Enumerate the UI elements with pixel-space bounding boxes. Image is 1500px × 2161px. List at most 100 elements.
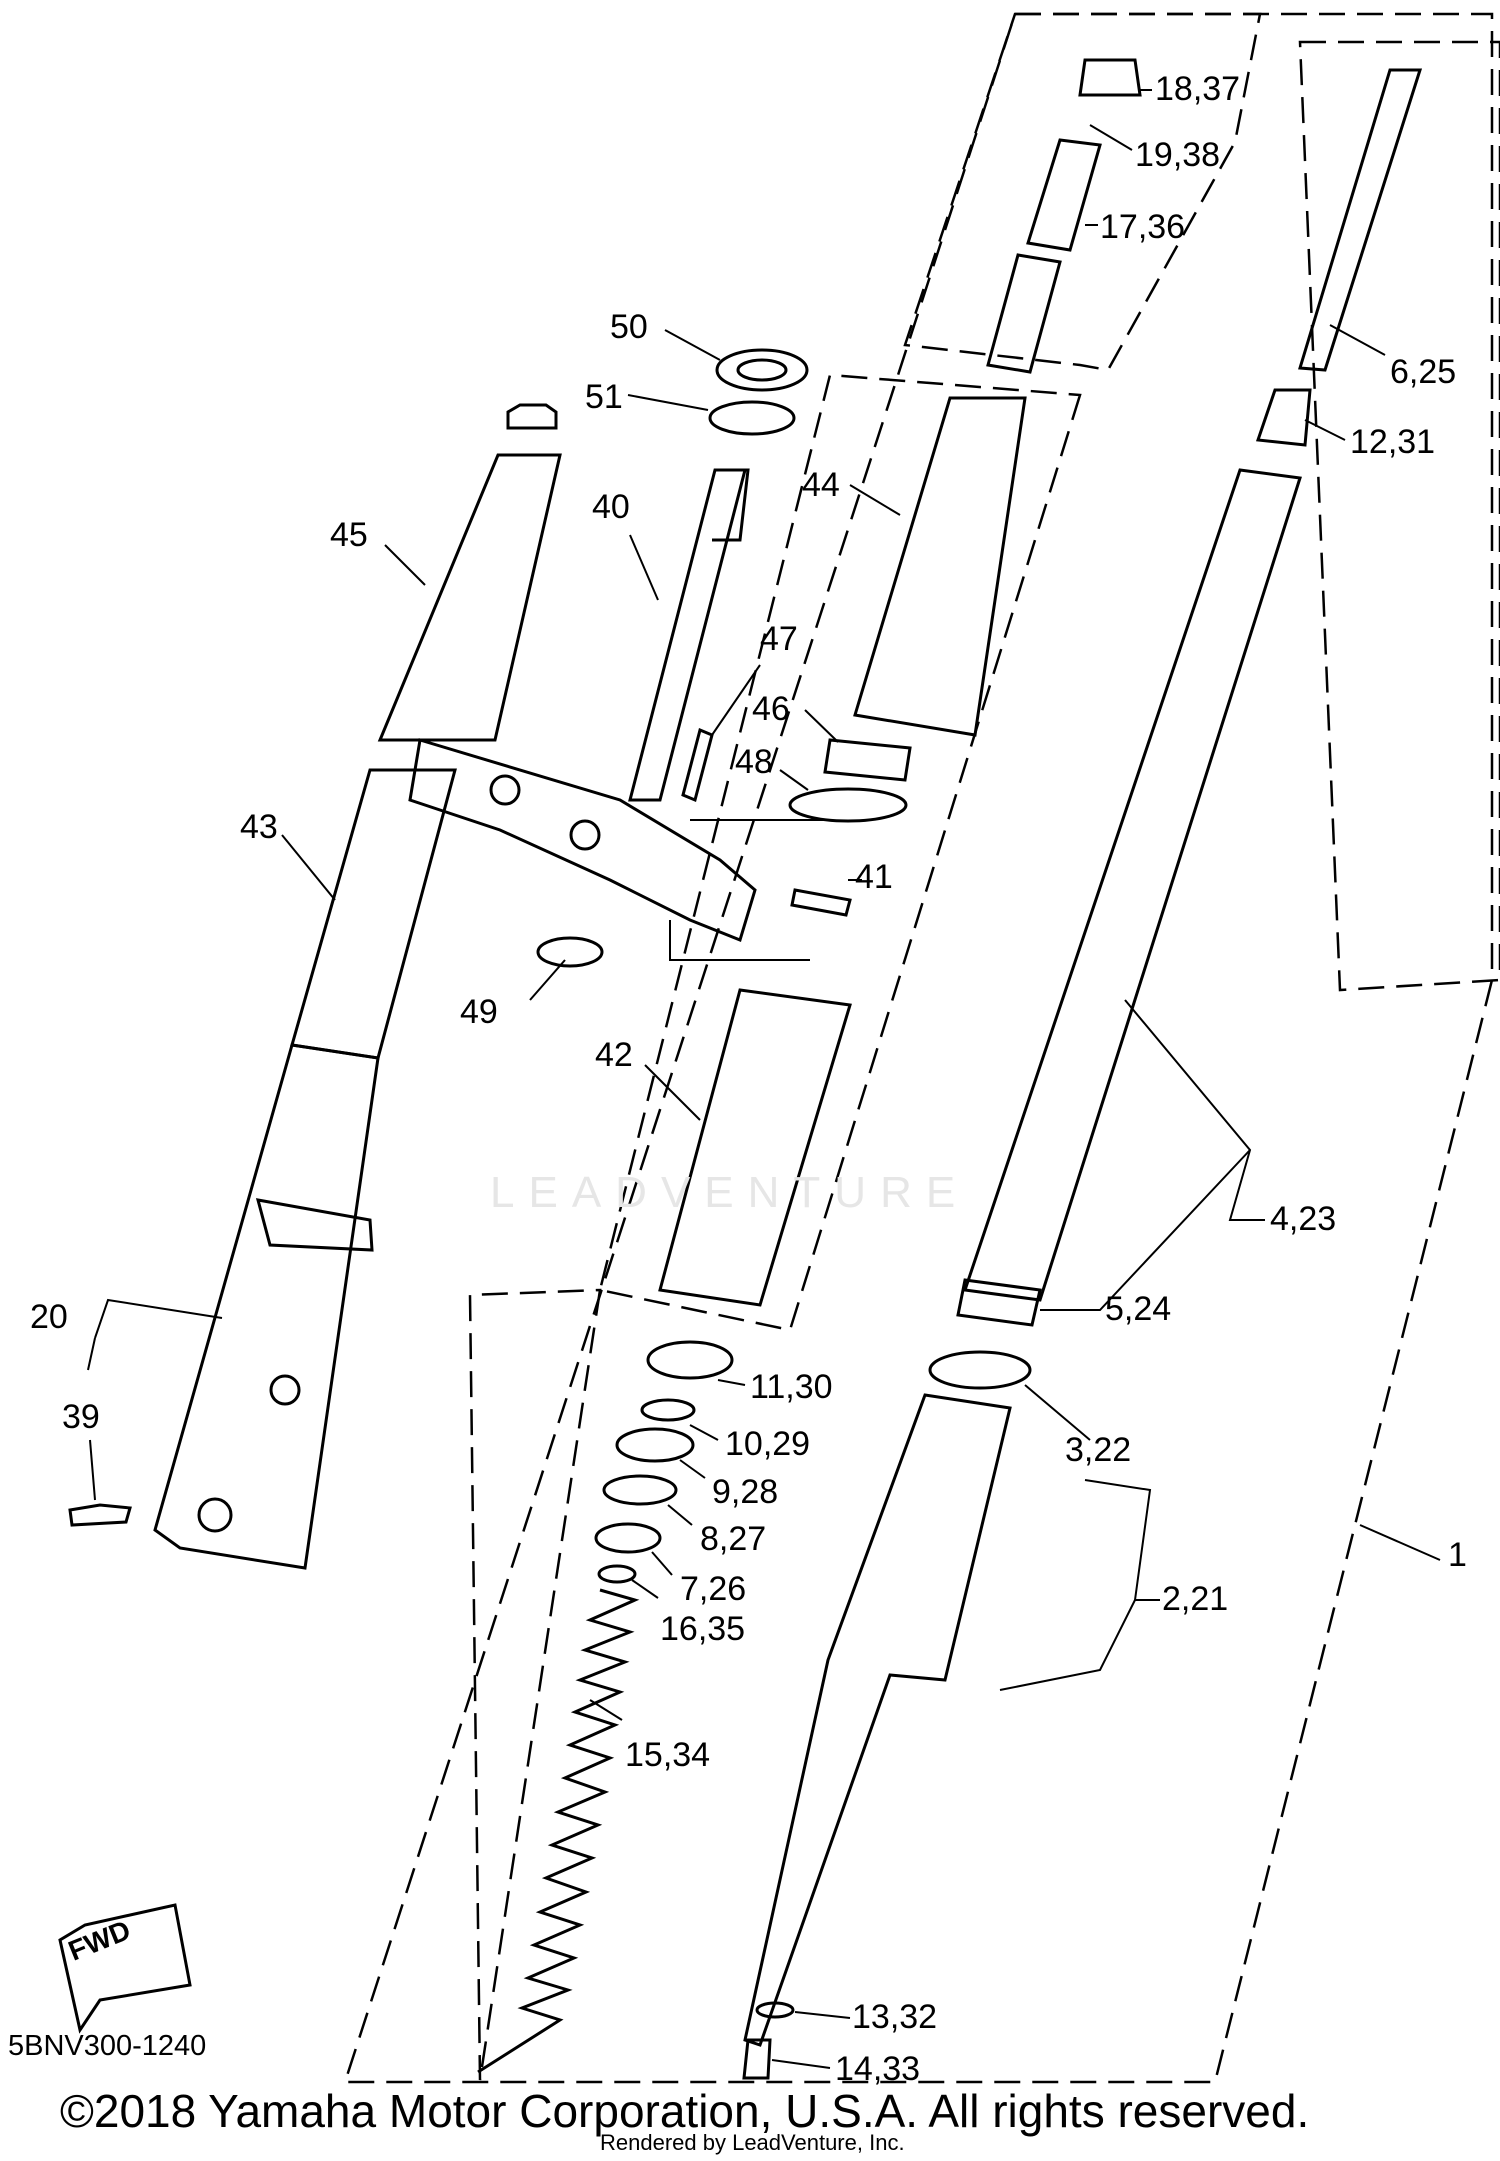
part-label: 18,37 [1155,70,1241,108]
outer-dashed-boundary [343,12,1494,2084]
fork-cover-45 [377,453,562,742]
ring-50 [715,348,809,392]
clip-10 [640,1398,696,1422]
oil-lock-12 [1255,388,1312,447]
diagram-code: 5BNV300-1240 [8,2030,207,2062]
part-label: 40 [592,488,630,526]
part-label: 48 [735,743,773,781]
leader-40 [629,534,659,601]
leader-lines [87,89,1441,2069]
bracket-hole-1 [489,774,521,806]
ring-51 [708,400,796,436]
part-label: 11,30 [750,1368,833,1406]
right-dashed-box [1298,40,1500,992]
leader-15-34 [589,1699,623,1721]
leader-2-21b [999,1599,1136,1691]
part-label: 1 [1448,1536,1467,1574]
leader-6-25 [1329,324,1386,356]
leader-39 [89,1439,96,1501]
part-label: 44 [802,466,840,504]
stem-thread [712,468,750,542]
cap-bolt-18 [1078,58,1142,97]
part-label: 41 [855,858,893,896]
seat-16 [597,1564,637,1584]
leader-42 [644,1064,701,1121]
leader-3-22 [1024,1384,1091,1441]
fork-outer-tube-20 [153,1043,380,1570]
part-label: 2,21 [1162,1580,1229,1618]
part-label: 43 [240,808,278,846]
part-label: 39 [62,1398,100,1436]
seal-11 [646,1340,734,1380]
fork-brake-mount [255,1198,374,1252]
leader-11-30 [717,1379,746,1386]
nut-46 [823,738,912,782]
nut-49 [536,936,604,968]
part-label: 17,36 [1100,208,1186,246]
leader-19-38 [1089,124,1133,151]
part-label: 16,35 [660,1610,746,1648]
part-label: 3,22 [1065,1431,1132,1469]
leader-13-32 [794,2011,851,2019]
part-label: 46 [752,690,790,728]
bearing-rings [708,348,809,436]
leader-7-26 [651,1551,673,1576]
part-label: 12,31 [1350,423,1436,461]
fork-top-cap-left [506,403,558,430]
stem-shaft [628,468,747,802]
spacer-17 [1026,138,1102,252]
leader-44 [849,484,901,516]
rendered-by: Rendered by LeadVenture, Inc. [600,2130,905,2155]
leader-43 [281,834,336,901]
leader-10-29 [689,1424,719,1441]
leader-9-28 [679,1459,706,1479]
watermark-text: LEADVENTURE [490,1168,970,1217]
part-label: 5,24 [1105,1290,1172,1328]
part-label: 6,25 [1390,353,1457,391]
fork-cover-42 [658,988,852,1307]
bushing-7 [594,1522,662,1554]
bolt-47 [681,727,714,803]
leader-51 [627,394,709,411]
part-label: 50 [610,308,648,346]
hardware [68,727,912,2080]
leader-14-33 [771,2059,831,2069]
part-label: 49 [460,993,498,1031]
leader-8-27 [667,1504,693,1526]
part-label: 14,33 [835,2050,921,2088]
washer-48 [788,787,908,823]
part-label: 19,38 [1135,136,1221,174]
part-label: 9,28 [712,1473,779,1511]
part-label: 13,32 [852,1998,938,2036]
part-label: 47 [760,620,798,658]
leader-2-21 [1084,1479,1160,1601]
damper-rod-6 [1298,68,1423,372]
copyright-notice: ©2018 Yamaha Motor Corporation, U.S.A. A… [60,2085,1310,2137]
leader-50 [664,329,721,361]
part-label: 42 [595,1036,633,1074]
fork-spring-15 [477,1588,640,2074]
bracket-hole-2 [569,819,601,851]
pinch-hole [269,1374,301,1406]
seal-3 [928,1350,1032,1390]
leader-49 [529,959,566,1001]
axle-bore [197,1497,233,1533]
steering-stem [628,468,750,802]
lower-dashed-box [468,1288,602,2081]
washer-8 [602,1474,678,1506]
under-bracket [408,738,757,943]
bolt-14 [742,2038,772,2080]
outer-tube-2 [743,1393,1012,2047]
leader-16-35 [631,1579,659,1599]
leader-20-39 [87,1337,96,1371]
bracket-line-bottom [669,920,810,961]
inner-tube-4 [962,468,1302,1302]
fork-cover-44 [853,396,1027,737]
part-label: 20 [30,1298,68,1336]
fwd-arrow [58,1903,192,2034]
leader-48 [779,769,809,791]
assembly-boundary [343,12,1500,2084]
part-label: 4,23 [1270,1200,1337,1238]
part-label: 15,34 [625,1736,711,1774]
